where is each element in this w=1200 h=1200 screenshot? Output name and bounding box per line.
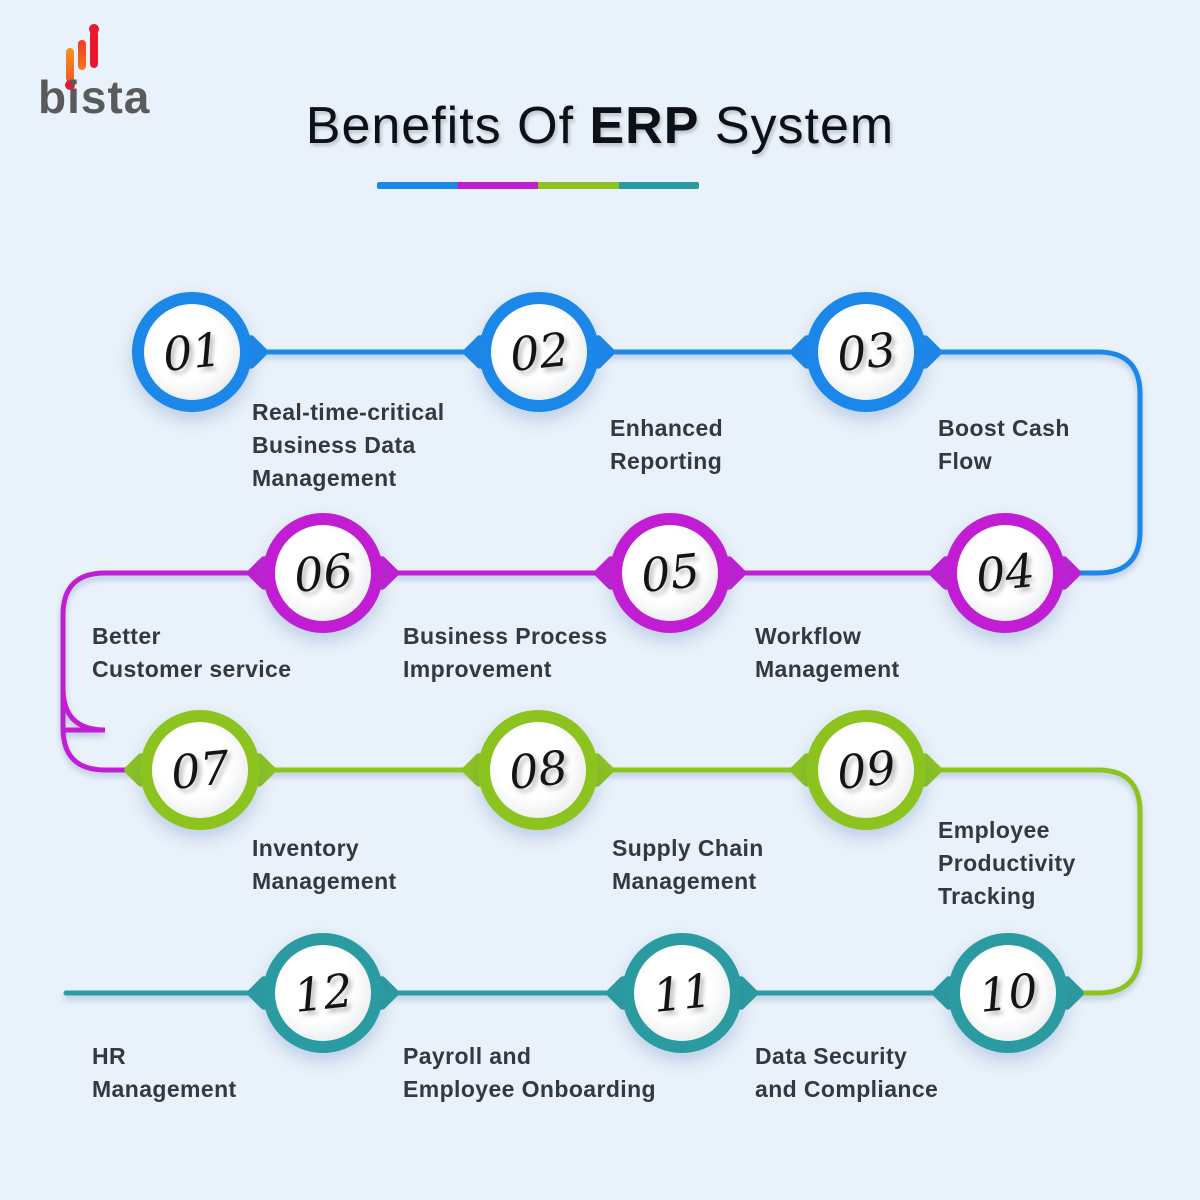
connector-magenta (60, 570, 1008, 773)
step-node-06: 06 (245, 513, 401, 633)
step-node-02: 02 (461, 292, 617, 412)
step-number: 05 (638, 543, 702, 603)
logo-bar-icon (78, 40, 86, 70)
step-label-03: Boost Cash Flow (938, 415, 1070, 474)
step-label-09: Employee Productivity Tracking (938, 817, 1076, 909)
step-node-05: 05 (592, 513, 748, 633)
connector-blue (189, 349, 1143, 576)
underline-segment-magenta (457, 182, 538, 189)
underline-segment-teal (618, 182, 699, 189)
step-number: 08 (506, 740, 570, 800)
step-label-05: Business Process Improvement (403, 623, 608, 682)
step-number: 06 (291, 543, 355, 603)
step-circle: 09 (806, 710, 926, 830)
step-number: 03 (834, 322, 898, 382)
step-label-10: Data Security and Compliance (755, 1043, 939, 1102)
step-number: 04 (973, 543, 1037, 603)
step-circle: 01 (132, 292, 252, 412)
step-node-10: 10 (930, 933, 1086, 1053)
step-label-07: Inventory Management (252, 835, 397, 894)
underline-segment-green (538, 182, 619, 189)
logo-wordmark: bista (38, 71, 151, 123)
step-label-12: HR Management (92, 1043, 237, 1102)
step-number: 01 (160, 322, 224, 382)
bista-logo: bista (38, 24, 198, 124)
logo-bar-icon (66, 48, 74, 82)
step-node-11: 11 (604, 933, 760, 1053)
title-underline (377, 182, 699, 189)
step-number: 09 (834, 740, 898, 800)
step-label-01: Real-time-critical Business Data Managem… (252, 399, 445, 491)
step-circle: 06 (263, 513, 383, 633)
step-number: 07 (168, 740, 232, 800)
step-circle: 04 (945, 513, 1065, 633)
step-circle: 11 (622, 933, 742, 1053)
step-circle: 05 (610, 513, 730, 633)
step-label-08: Supply Chain Management (612, 835, 764, 894)
step-circle: 12 (263, 933, 383, 1053)
step-node-12: 12 (245, 933, 401, 1053)
step-node-03: 03 (788, 292, 944, 412)
step-node-09: 09 (788, 710, 944, 830)
step-circle: 07 (140, 710, 260, 830)
step-label-06: Better Customer service (92, 623, 292, 682)
step-circle: 02 (479, 292, 599, 412)
title-highlight: ERP (589, 97, 700, 155)
step-node-04: 04 (927, 513, 1083, 633)
logo-dot-icon (89, 24, 99, 34)
step-label-02: Enhanced Reporting (610, 415, 724, 474)
step-node-01: 01 (132, 292, 270, 412)
step-number: 02 (507, 322, 571, 382)
page-title: Benefits Of ERP System (305, 97, 895, 155)
step-number: 11 (650, 963, 714, 1023)
step-number: 10 (976, 963, 1040, 1023)
step-label-04: Workflow Management (755, 623, 900, 682)
step-label-11: Payroll and Employee Onboarding (403, 1043, 656, 1102)
logo-bar-icon (90, 30, 98, 68)
logo-dot-icon (65, 80, 75, 90)
step-circle: 08 (478, 710, 598, 830)
step-circle: 03 (806, 292, 926, 412)
step-number: 12 (291, 963, 355, 1023)
step-circle: 10 (948, 933, 1068, 1053)
connector-green (197, 767, 1143, 996)
step-node-08: 08 (460, 710, 616, 830)
step-node-07: 07 (122, 710, 278, 830)
underline-segment-blue (377, 182, 458, 189)
